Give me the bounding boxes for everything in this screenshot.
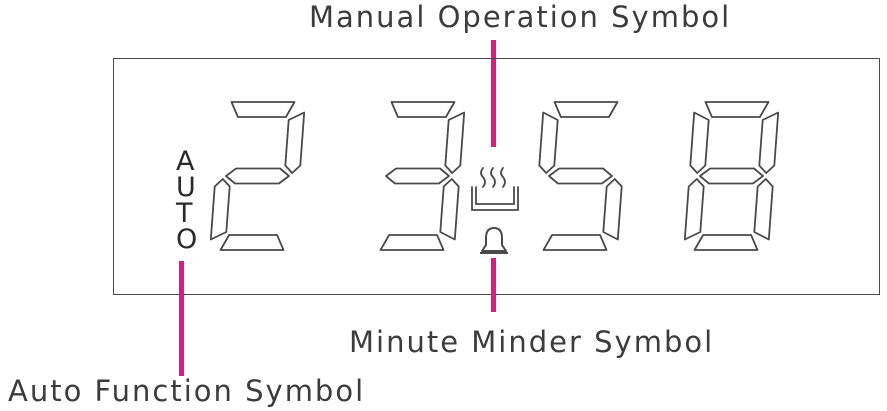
lcd-segment-d	[542, 234, 608, 251]
lcd-digit-4	[683, 101, 780, 251]
auto-letter-t: T	[176, 198, 193, 229]
minute-minder-leader-line	[491, 258, 496, 312]
lcd-segment-c	[439, 178, 460, 241]
auto-function-label: Auto Function Symbol	[8, 374, 366, 408]
manual-operation-label: Manual Operation Symbol	[309, 0, 732, 34]
lcd-segment-g	[699, 167, 764, 185]
lcd-segment-b	[444, 111, 466, 174]
auto-letter-o: O	[176, 224, 198, 255]
lcd-segment-e	[209, 178, 231, 241]
lcd-segment-a	[390, 101, 456, 118]
lcd-digit-2	[379, 101, 466, 251]
auto-letter-u: U	[176, 172, 196, 203]
lcd-display-panel	[113, 58, 880, 295]
lcd-segment-d	[693, 234, 759, 251]
lcd-segment-c	[602, 178, 623, 241]
lcd-digit-3	[538, 101, 623, 251]
bell-icon	[480, 227, 508, 254]
lcd-segment-g	[225, 167, 290, 185]
lcd-segment-g	[385, 167, 450, 185]
lcd-segment-b	[758, 111, 780, 174]
auto-function-leader-line	[179, 261, 184, 376]
lcd-segment-d	[219, 234, 285, 251]
lcd-segment-b	[284, 111, 306, 174]
lcd-segment-g	[548, 167, 613, 185]
auto-letter-a: A	[176, 146, 195, 177]
lcd-segment-c	[753, 178, 774, 241]
minute-minder-label: Minute Minder Symbol	[349, 325, 715, 359]
lcd-segment-d	[379, 234, 445, 251]
lcd-segment-a	[704, 101, 770, 118]
lcd-segment-e	[683, 178, 705, 241]
lcd-segment-a	[553, 101, 619, 118]
lcd-segment-a	[230, 101, 296, 118]
lcd-digit-1	[209, 101, 306, 251]
lcd-segment-f	[689, 111, 710, 174]
manual-operation-leader-line	[491, 40, 496, 147]
steaming-pot-icon	[471, 167, 519, 211]
lcd-segment-f	[538, 111, 559, 174]
